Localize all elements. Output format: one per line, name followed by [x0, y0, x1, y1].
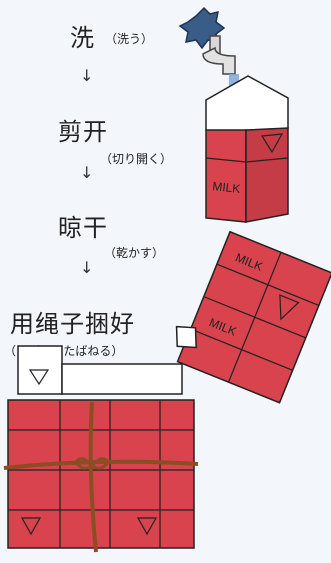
arrow-down-icon: ↓ — [80, 163, 94, 182]
faucet-icon — [178, 6, 236, 75]
arrow-down-icon: ↓ — [80, 258, 94, 277]
step-2-label: 剪开 — [58, 118, 108, 146]
step-3-note: （乾かす） — [104, 246, 165, 260]
step-3-label: 晾干 — [58, 214, 108, 242]
carton-text-upright: MILK — [212, 179, 241, 196]
bundled-cartons — [3, 345, 199, 553]
milk-carton-upright: MILK — [205, 75, 289, 223]
milk-carton-opened: MILK MILK — [175, 230, 331, 404]
step-2-note: （切り開く） — [100, 152, 173, 166]
step-4-label: 用绳子捆好 — [10, 310, 135, 338]
step-1-note: （洗う） — [105, 32, 154, 46]
step-1-label: 洗 — [70, 24, 95, 52]
arrow-down-icon: ↓ — [80, 66, 94, 85]
